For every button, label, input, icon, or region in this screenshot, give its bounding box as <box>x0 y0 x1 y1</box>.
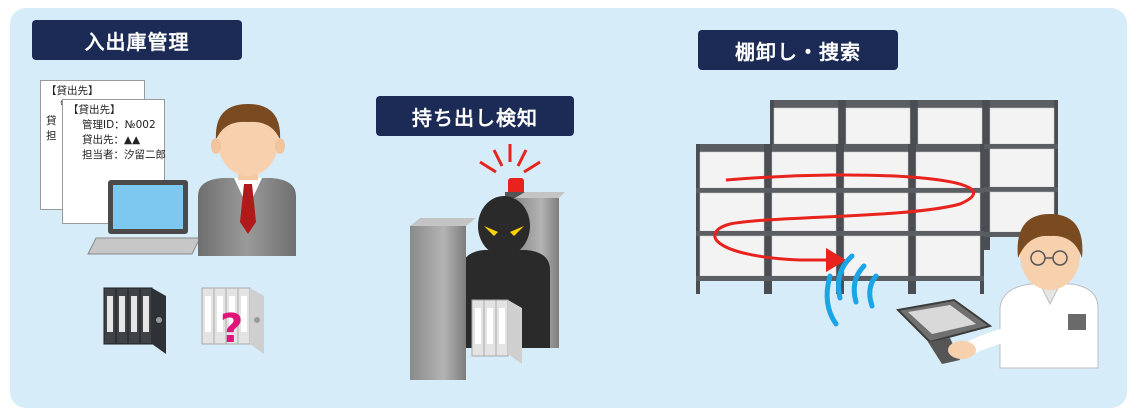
illustrations: ? <box>87 99 1099 380</box>
binder-group-missing <box>201 287 264 354</box>
doc-back-line: 【貸出先】 <box>46 85 99 97</box>
binder-group-present <box>103 287 166 354</box>
businessman-icon <box>198 104 296 256</box>
intruder-silhouette-icon <box>462 196 550 364</box>
security-gate-left <box>410 218 476 380</box>
rfid-signal-icon <box>824 253 879 327</box>
doc-back-line: 担 <box>46 130 57 142</box>
staff-worker-icon <box>967 214 1099 369</box>
doc-owner: 担当者：汐留二郎 <box>82 149 166 161</box>
doc-header: 【貸出先】 <box>68 104 121 116</box>
missing-question-mark: ? <box>220 306 243 352</box>
doc-management-id: 管理ID：№002 <box>82 119 156 131</box>
search-route-arrow <box>713 173 976 272</box>
badge-takeout-detection: 持ち出し検知 <box>376 96 574 136</box>
badge-inventory-search: 棚卸し・捜索 <box>698 30 898 70</box>
diagram-panel: 入出庫管理 持ち出し検知 棚卸し・捜索 【貸出先】 管 貸 担 【貸出先】 管理… <box>10 8 1127 408</box>
doc-lender: 貸出先：▲▲ <box>82 134 141 146</box>
doc-back-line: 貸 <box>46 115 57 127</box>
laptop-icon <box>87 180 201 255</box>
alarm-light-icon <box>479 144 541 198</box>
badge-inout-management: 入出庫管理 <box>32 20 242 60</box>
handheld-reader-icon <box>895 298 993 364</box>
